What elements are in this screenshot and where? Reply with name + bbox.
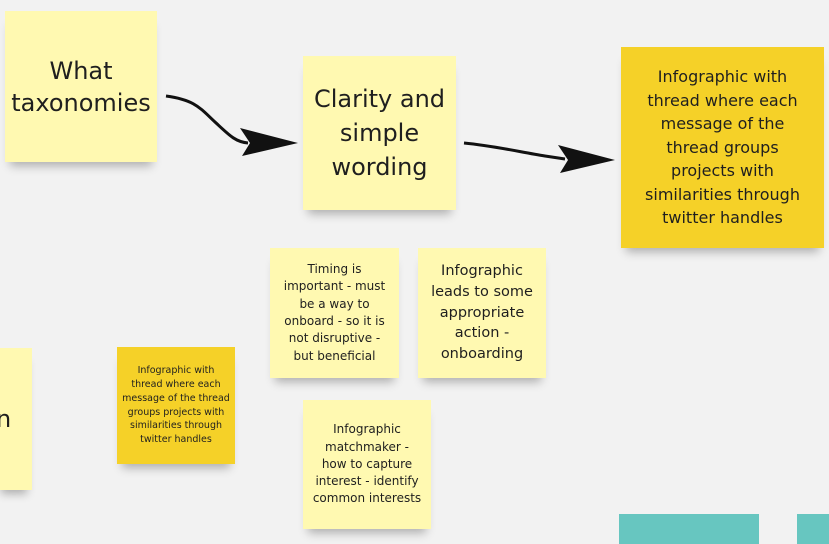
sticky-note-what-taxonomies[interactable]: What taxonomies (5, 11, 157, 162)
connector-arrow-1[interactable] (165, 94, 249, 145)
sticky-note-text: n (0, 405, 12, 433)
sticky-note-infographic-thread-small[interactable]: Infographic with thread where each messa… (117, 347, 235, 464)
sticky-note-text: Infographic with thread where each messa… (645, 67, 800, 228)
arrowhead-2 (558, 145, 615, 173)
sticky-note-text: What taxonomies (11, 56, 151, 117)
sticky-note-text: Infographic with thread where each messa… (122, 364, 230, 446)
sticky-note-text: Infographic leads to some appropriate ac… (431, 263, 533, 363)
connector-arrow-2[interactable] (463, 141, 566, 161)
sticky-note-text: Infographic matchmaker - how to capture … (312, 422, 422, 506)
arrowhead-1 (240, 128, 298, 156)
sticky-note-text: Clarity and simple wording (313, 85, 446, 181)
teal-sticky-partial-2[interactable] (797, 514, 829, 544)
sticky-note-clarity[interactable]: Clarity and simple wording (303, 56, 456, 210)
sticky-note-timing[interactable]: Timing is important - must be a way to o… (270, 248, 399, 378)
sticky-note-text: Timing is important - must be a way to o… (283, 262, 386, 363)
sticky-note-matchmaker[interactable]: Infographic matchmaker - how to capture … (303, 400, 431, 529)
sticky-note-infographic-thread-large[interactable]: Infographic with thread where each messa… (621, 47, 824, 248)
sticky-note-onboarding[interactable]: Infographic leads to some appropriate ac… (418, 248, 546, 378)
teal-sticky-partial-1[interactable] (619, 514, 759, 544)
sticky-note-partial-left[interactable]: n (0, 348, 32, 490)
